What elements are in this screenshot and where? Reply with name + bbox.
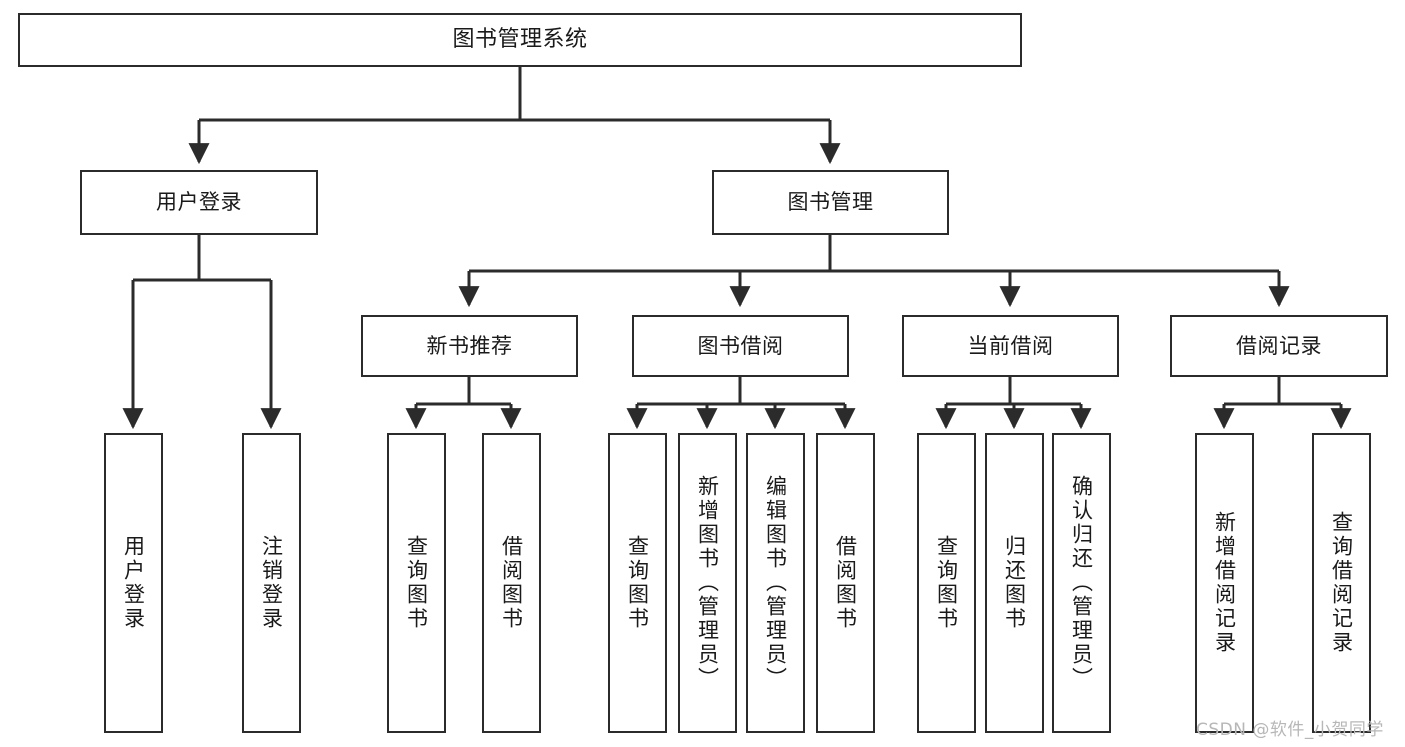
leaf-borrow-record-add-record[interactable]: 新增借阅记录 (1195, 433, 1254, 733)
node-book-management[interactable]: 图书管理 (712, 170, 949, 235)
leaf-user-login-login[interactable]: 用户登录 (104, 433, 163, 733)
node-label: 新增图书（管理员） (695, 475, 720, 691)
node-label: 归还图书 (1002, 535, 1027, 631)
node-user-login[interactable]: 用户登录 (80, 170, 318, 235)
leaf-new-book-borrow-books[interactable]: 借阅图书 (482, 433, 541, 733)
node-label: 借阅图书 (499, 535, 524, 631)
leaf-book-borrow-add-book-admin[interactable]: 新增图书（管理员） (678, 433, 737, 733)
node-label: 图书借阅 (697, 333, 784, 358)
node-label: 借阅记录 (1236, 333, 1322, 358)
node-label: 查询图书 (404, 535, 429, 631)
leaf-current-borrow-query-books[interactable]: 查询图书 (917, 433, 976, 733)
node-root-book-management-system[interactable]: 图书管理系统 (18, 13, 1022, 67)
node-current-borrow[interactable]: 当前借阅 (902, 315, 1119, 377)
node-label: 新书推荐 (426, 333, 513, 358)
leaf-new-book-query-books[interactable]: 查询图书 (387, 433, 446, 733)
watermark-csdn: CSDN @软件_小贺同学 (1196, 720, 1384, 740)
leaf-book-borrow-query-books[interactable]: 查询图书 (608, 433, 667, 733)
node-label: 查询图书 (934, 535, 959, 631)
node-label: 用户登录 (121, 535, 146, 631)
node-book-borrow[interactable]: 图书借阅 (632, 315, 849, 377)
node-label: 注销登录 (259, 535, 284, 631)
node-label: 图书管理系统 (452, 27, 588, 53)
leaf-current-borrow-return-books[interactable]: 归还图书 (985, 433, 1044, 733)
node-label: 用户登录 (156, 190, 242, 215)
node-label: 图书管理 (787, 190, 874, 215)
leaf-book-borrow-borrow-books[interactable]: 借阅图书 (816, 433, 875, 733)
node-label: 确认归还（管理员） (1069, 475, 1094, 691)
node-label: 查询图书 (625, 535, 650, 631)
node-borrow-record[interactable]: 借阅记录 (1170, 315, 1388, 377)
node-label: 查询借阅记录 (1329, 511, 1354, 655)
node-label: 新增借阅记录 (1212, 511, 1237, 655)
leaf-current-borrow-confirm-return-admin[interactable]: 确认归还（管理员） (1052, 433, 1111, 733)
leaf-user-login-logout[interactable]: 注销登录 (242, 433, 301, 733)
node-label: 编辑图书（管理员） (763, 475, 788, 691)
node-label: 当前借阅 (967, 333, 1054, 358)
node-label: 借阅图书 (833, 535, 858, 631)
node-new-book-recommend[interactable]: 新书推荐 (361, 315, 578, 377)
leaf-borrow-record-query-record[interactable]: 查询借阅记录 (1312, 433, 1371, 733)
leaf-book-borrow-edit-book-admin[interactable]: 编辑图书（管理员） (746, 433, 805, 733)
